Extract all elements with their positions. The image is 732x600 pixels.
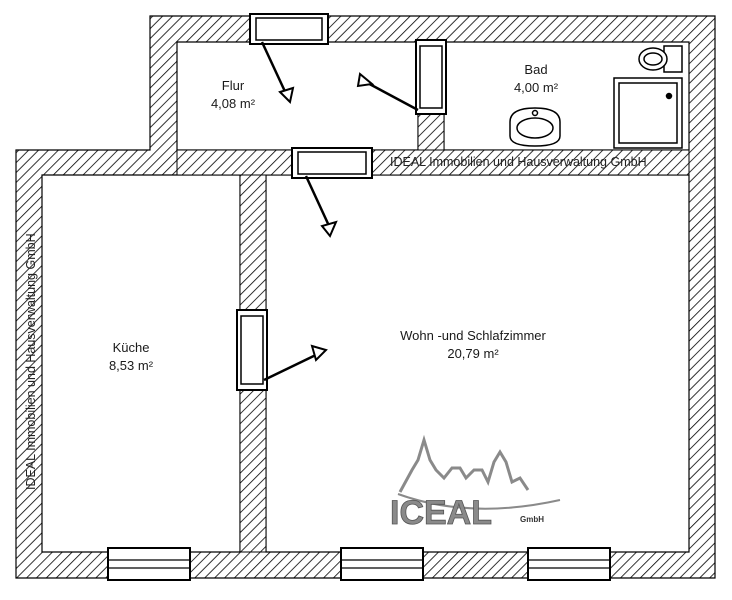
room-area: 4,08 m² (211, 96, 256, 111)
shower-icon (613, 77, 683, 149)
window-wohn-bottom-left (340, 547, 424, 581)
door-kueche (236, 309, 268, 391)
logo-text: ICEAL (390, 494, 492, 532)
company-logo: ICEAL GmbH (390, 434, 561, 532)
logo-suffix: GmbH (520, 515, 544, 524)
room-name: Wohn -und Schlafzimmer (400, 328, 546, 343)
swing-arrows (260, 41, 419, 382)
room-name: Küche (113, 340, 150, 355)
room-label-flur: Flur 4,08 m² (211, 78, 256, 111)
window-kueche-bottom (107, 547, 191, 581)
window-wohn-bottom-right (527, 547, 611, 581)
room-name: Flur (222, 78, 245, 93)
walls (15, 15, 716, 579)
room-label-wohn: Wohn -und Schlafzimmer 20,79 m² (400, 328, 546, 361)
door-wohn (291, 147, 373, 179)
watermark-vertical: IDEAL Immobilien und Hausverwaltung GmbH (24, 233, 38, 490)
toilet-icon (638, 45, 683, 73)
room-name: Bad (524, 62, 547, 77)
logo-skyline-icon (398, 434, 530, 493)
room-label-kueche: Küche 8,53 m² (109, 340, 154, 373)
room-area: 4,00 m² (514, 80, 559, 95)
room-area: 20,79 m² (447, 346, 499, 361)
door-bad (415, 39, 447, 115)
watermark-horizontal: IDEAL Immobilien und Hausverwaltung GmbH (390, 155, 647, 169)
door-flur-top (249, 13, 329, 45)
room-label-bad: Bad 4,00 m² (514, 62, 559, 95)
room-area: 8,53 m² (109, 358, 154, 373)
sink-icon (509, 107, 561, 147)
